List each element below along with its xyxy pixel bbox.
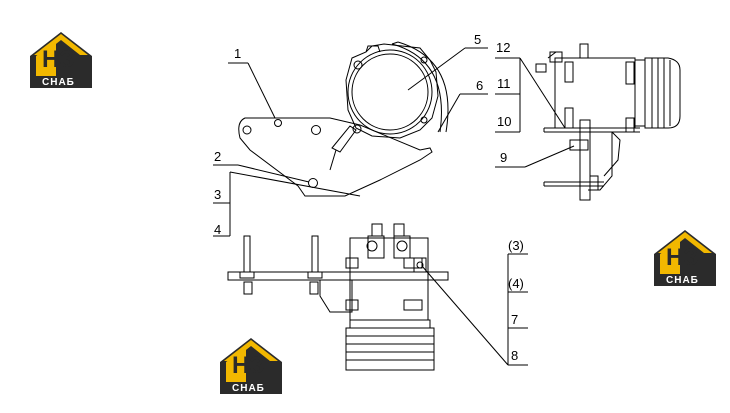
brand-logo: НЗ СНАБ xyxy=(218,336,284,396)
callout-5: 5 xyxy=(474,32,481,47)
house-logo-icon xyxy=(220,338,282,394)
callout-7: 7 xyxy=(511,312,518,327)
callout-8: 8 xyxy=(511,348,518,363)
callout-3-ref: (3) xyxy=(508,238,524,253)
bracket-front-view xyxy=(238,117,433,197)
logo-mark-text: НЗ xyxy=(42,46,75,73)
house-logo-icon xyxy=(654,230,716,286)
callout-6: 6 xyxy=(476,78,483,93)
compressor-front-view xyxy=(329,41,449,171)
compressor-side-view xyxy=(535,43,681,133)
brand-logo: НЗ СНАБ xyxy=(652,228,718,288)
compressor-plan-view xyxy=(345,223,435,371)
callout-labels: 1 2 3 4 5 6 12 11 10 9 (3) (4) 7 8 xyxy=(214,32,524,363)
leader-lines-top-middle xyxy=(407,47,488,133)
house-logo-icon xyxy=(30,32,92,88)
callout-9: 9 xyxy=(500,150,507,165)
callout-11: 11 xyxy=(497,76,511,91)
brand-logo: НЗ СНАБ xyxy=(28,30,94,90)
logo-mark-text: НЗ xyxy=(232,352,265,379)
callout-2: 2 xyxy=(214,149,221,164)
logo-mark-text: НЗ xyxy=(666,244,699,271)
callout-1: 1 xyxy=(234,46,241,61)
leader-lines-top-right xyxy=(495,57,575,168)
logo-name-text: СНАБ xyxy=(42,77,75,88)
bracket-plan-view xyxy=(227,235,449,313)
callout-3: 3 xyxy=(214,187,221,202)
logo-name-text: СНАБ xyxy=(232,383,265,394)
callout-4-ref: (4) xyxy=(508,276,524,291)
bracket-side-view xyxy=(543,119,640,201)
leader-lines-bottom-right xyxy=(421,253,528,366)
callout-10: 10 xyxy=(497,114,511,129)
callout-12: 12 xyxy=(496,40,510,55)
logo-name-text: СНАБ xyxy=(666,275,699,286)
leader-lines-top-left xyxy=(213,62,361,237)
callout-4: 4 xyxy=(214,222,221,237)
